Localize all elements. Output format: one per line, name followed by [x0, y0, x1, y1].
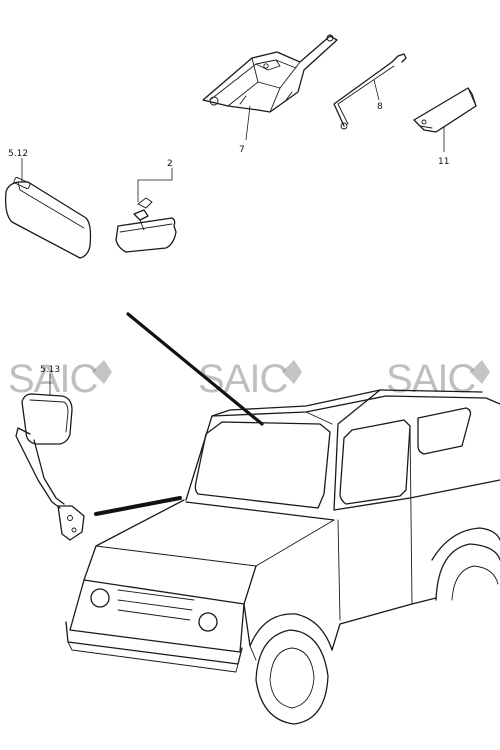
side-mirror [15, 393, 85, 541]
watermark-text-2: SAIC [198, 357, 287, 401]
label-tool-bag: 11 [438, 157, 449, 167]
watermark-1: SAIC [8, 357, 112, 401]
sun-visor [4, 176, 92, 259]
rear-wheel [435, 543, 500, 601]
windshield [194, 421, 331, 509]
front-wheel [255, 629, 329, 725]
tool-bag [413, 87, 477, 133]
headlight-right [198, 612, 218, 632]
rearview-mirror [115, 197, 177, 253]
label-sun-visor: 5.12 [8, 149, 28, 159]
label-jack-handle: 8 [377, 102, 383, 112]
door-window [339, 419, 411, 505]
pointer-side-mirror [94, 496, 182, 516]
leader-jack-handle [373, 79, 380, 101]
headlight-left [90, 588, 110, 608]
watermark-text-3: SAIC [386, 357, 475, 401]
scissor-jack [202, 34, 338, 113]
jack-handle [333, 53, 407, 130]
watermark-2: SAIC [198, 357, 302, 401]
vehicle-illustration [65, 389, 500, 725]
rear-window [417, 407, 472, 455]
label-rearview-mirror: 2 [167, 159, 173, 169]
pointer-windshield [126, 312, 264, 426]
watermark-text-1: SAIC [8, 357, 97, 401]
label-side-mirror: 5.13 [40, 365, 60, 375]
leader-rearview-mirror [137, 168, 173, 202]
label-jack: 7 [239, 145, 245, 155]
leader-jack [245, 105, 251, 141]
watermark-3: SAIC [386, 357, 490, 401]
